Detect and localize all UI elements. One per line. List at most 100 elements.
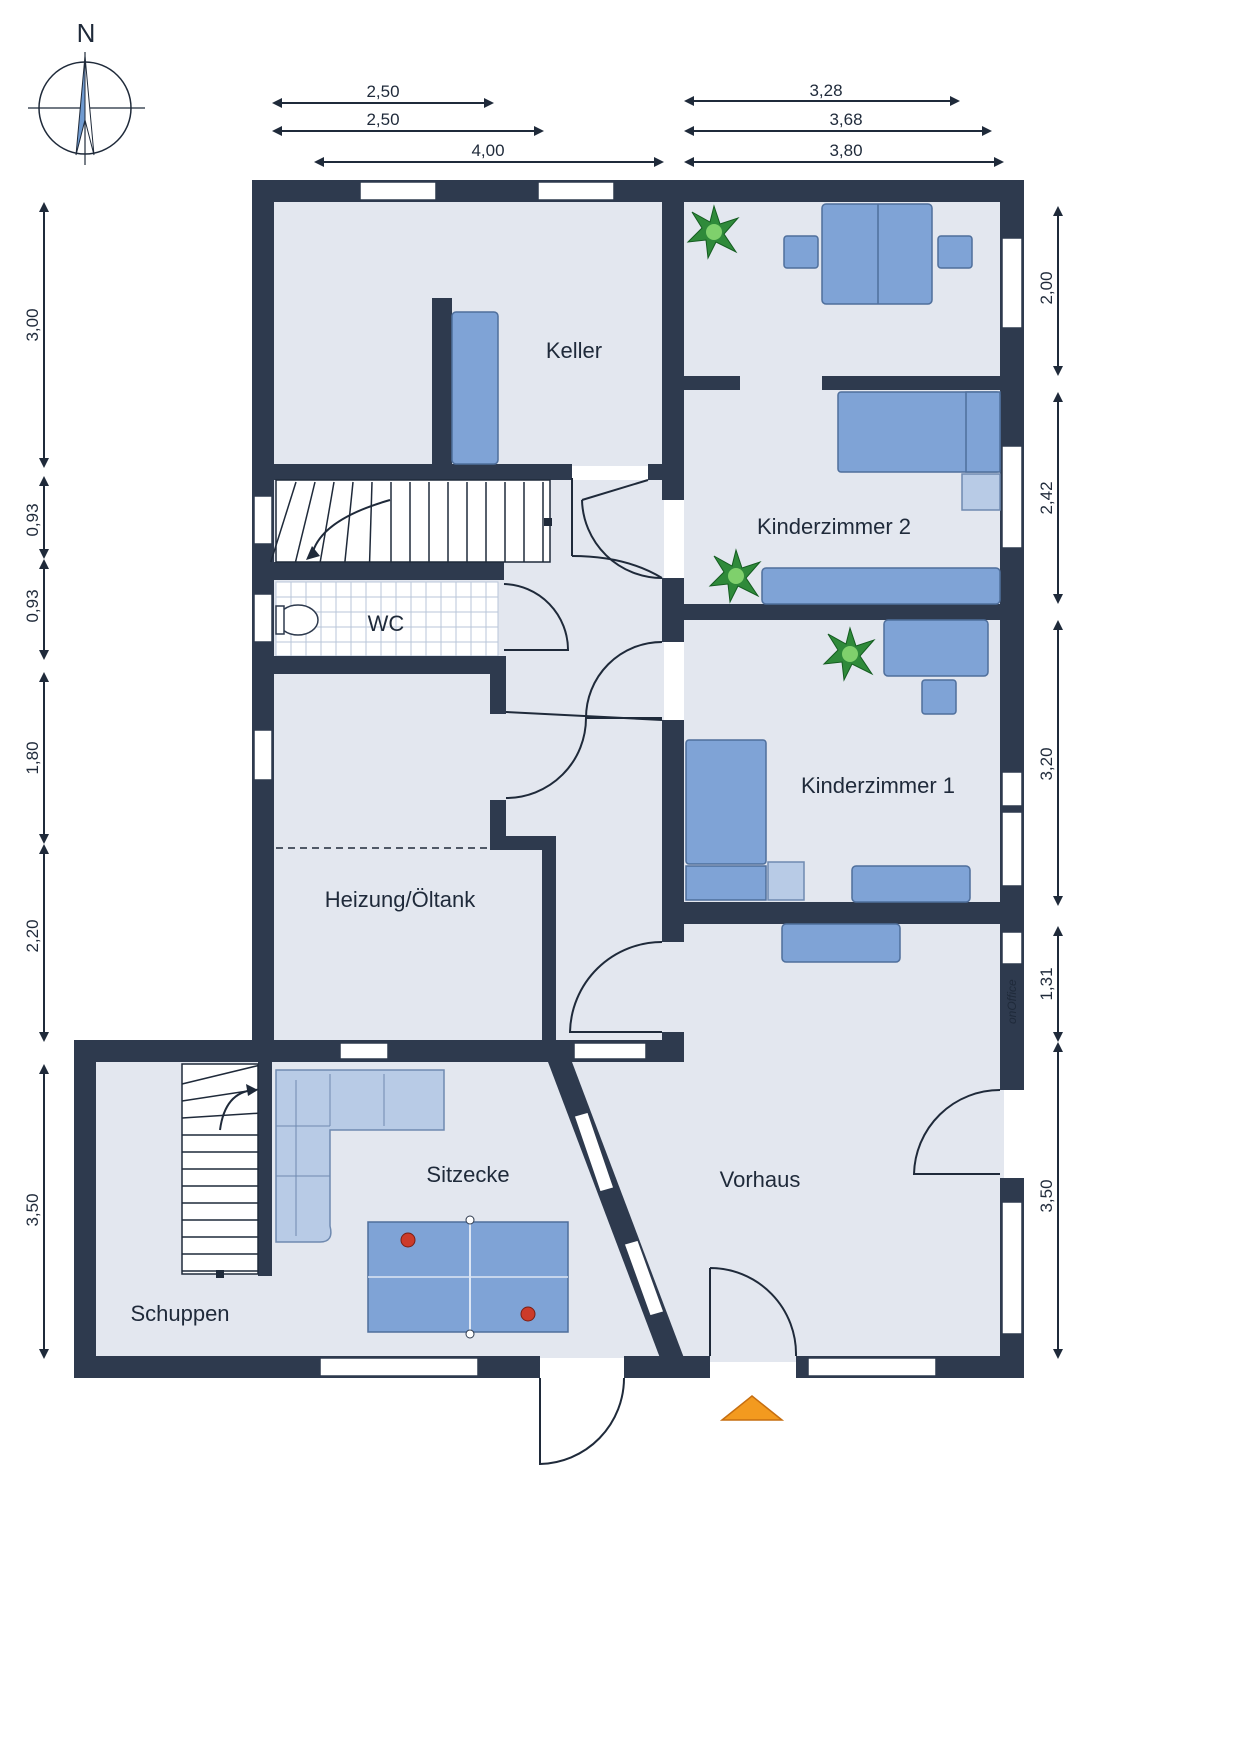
chair [921,679,957,715]
compass: N [28,18,145,165]
wc-tile [485,611,499,628]
wc-tile [410,611,427,628]
wc-tile [290,641,307,657]
keller-shelf [451,311,499,465]
window [1001,1201,1023,1335]
wc-tile [320,611,337,628]
wc-tile [365,596,382,613]
dim-top-left-1: 2,50 [366,82,399,101]
paddle [520,1306,536,1322]
stair-tread [270,481,297,563]
wc-tile [350,626,367,643]
dim-right-3: 3,20 [1037,747,1056,780]
wc-tile [440,611,457,628]
dim-left-2: 0,93 [23,503,42,536]
wc-tile [485,641,499,657]
window [537,181,615,201]
window [573,1042,647,1060]
window [359,181,437,201]
wc-tile [335,596,352,613]
window [253,593,273,643]
wc-tile [425,626,442,643]
desk [883,619,989,677]
wc-tile [335,581,352,598]
bed [685,739,767,865]
dim-left-1: 3,00 [23,308,42,341]
door-kinder2 [581,479,663,579]
plant-icon [822,626,876,682]
left-dimensions: 3,00 0,93 0,93 1,80 2,20 3,50 [23,202,49,1359]
wc-tile [380,641,397,657]
dim-top-left-2: 2,50 [366,110,399,129]
wc-tile [410,596,427,613]
compass-north-label: N [77,18,96,48]
wc-tile [485,596,499,613]
wc-tile [320,641,337,657]
door-side-entrance [912,1089,1001,1175]
wc-tile [275,581,292,598]
room-label-kinderzimmer-2: Kinderzimmer 2 [757,514,911,539]
wc-tile [470,641,487,657]
window [573,1111,615,1193]
chair [783,235,819,269]
entrance-arrow-icon [719,1395,785,1421]
wc-tile [335,641,352,657]
wc-tile [350,641,367,657]
wc-tile [320,596,337,613]
plant-icon [708,548,762,604]
wc-tile [380,581,397,598]
window [1001,811,1023,887]
window [623,1239,665,1317]
wc-tile [425,581,442,598]
stair-tread [181,1064,259,1085]
wc-tile [440,581,457,598]
wc-tile [425,641,442,657]
wc-tile [455,626,472,643]
window [1001,771,1023,807]
wc-tile [455,596,472,613]
paddle [400,1232,416,1248]
wc-tile [440,641,457,657]
room-label-heizung: Heizung/Öltank [325,887,476,912]
vorhaus-bench [781,923,901,963]
wc-tile [455,581,472,598]
wc-tile [350,581,367,598]
dim-right-5: 3,50 [1037,1179,1056,1212]
stair-tread [294,481,316,563]
plants [686,204,876,682]
wc-tile [350,611,367,628]
wc-tile [425,596,442,613]
wc-tile [290,581,307,598]
chair [937,235,973,269]
wc-tile [395,596,412,613]
room-label-schuppen: Schuppen [130,1301,229,1326]
wc-tile [305,581,322,598]
wc-tile [425,611,442,628]
wc-tile [365,641,382,657]
stair-tread [368,481,373,563]
dim-right-2: 2,42 [1037,481,1056,514]
wc-tile [470,626,487,643]
wc-tile [470,611,487,628]
bench [851,865,971,903]
bench [761,567,1001,605]
room-labels: Keller Kinderzimmer 2 WC Kinderzimmer 1 … [130,338,955,1326]
window [1001,445,1023,549]
wc-tile [305,641,322,657]
wc-tiles [275,581,499,657]
wc-tile [485,581,499,598]
wc-tile [320,626,337,643]
wc-tile [275,641,292,657]
window [1001,237,1023,329]
wc-tile [440,596,457,613]
wc-tile [395,581,412,598]
doors [503,478,1001,1466]
top-dimensions: 2,50 2,50 4,00 3,28 3,68 3,80 [272,81,1004,167]
staircase-upper [270,479,552,563]
wc-tile [410,581,427,598]
wc-tile [455,641,472,657]
stair-tread [344,481,354,563]
watermark: onOffice [1005,979,1019,1024]
room-label-kinderzimmer-1: Kinderzimmer 1 [801,773,955,798]
